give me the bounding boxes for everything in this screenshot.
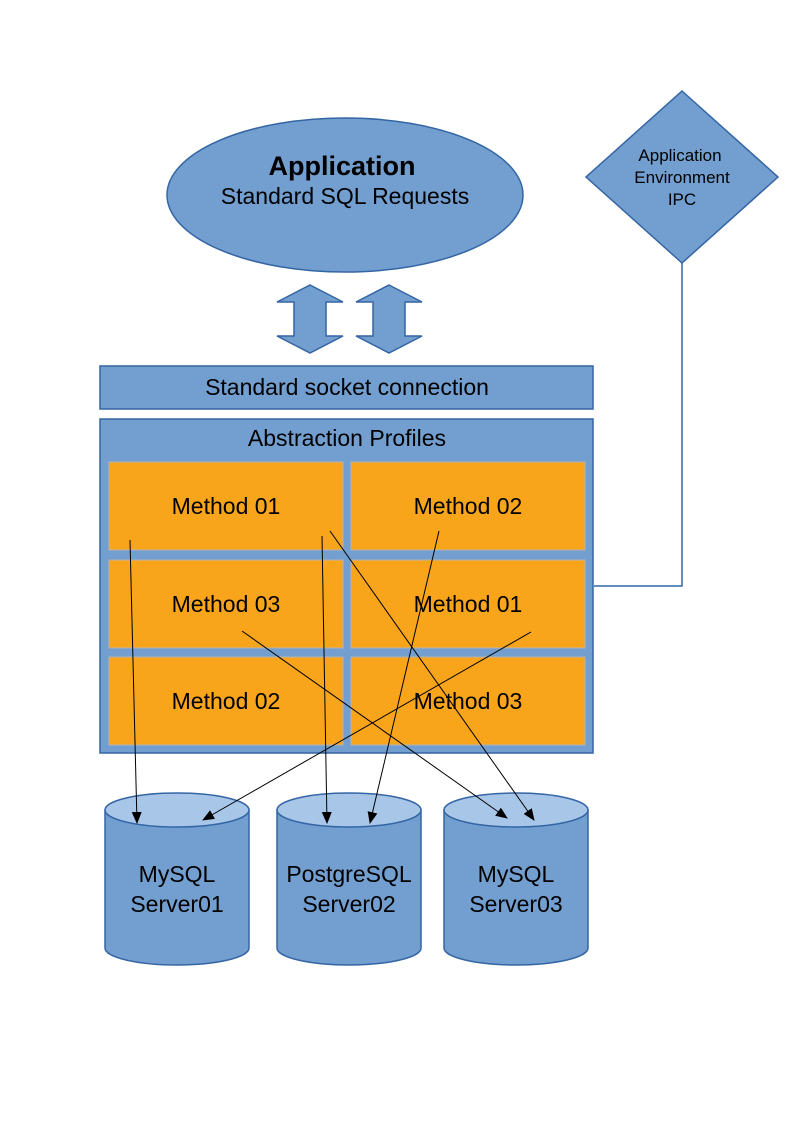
ipc-label-line2: Environment (634, 168, 730, 187)
socket-label: Standard socket connection (205, 374, 489, 400)
arrow-method02-to-server02 (367, 530, 440, 824)
server02-label-line2: Server02 (302, 891, 395, 917)
ipc-connector-line (594, 263, 683, 587)
arrow-method01b-to-server01 (202, 631, 532, 821)
server02-label-line1: PostgreSQL (286, 861, 411, 887)
server01-label-line1: MySQL (139, 861, 216, 887)
application-title: Application (269, 151, 416, 181)
database-server03: MySQL Server03 (443, 792, 589, 966)
ipc-node: Application Environment IPC (584, 89, 780, 265)
ipc-label-line3: IPC (668, 190, 696, 209)
method-cell-6: Method 03 (414, 688, 523, 714)
method-cell-5: Method 02 (172, 688, 281, 714)
double-arrow-left (276, 284, 344, 354)
database-server02: PostgreSQL Server02 (276, 792, 422, 966)
server03-label-line2: Server03 (469, 891, 562, 917)
socket-bar: Standard socket connection (99, 365, 594, 410)
application-subtitle: Standard SQL Requests (221, 183, 469, 209)
ipc-label-line1: Application (638, 146, 721, 165)
server01-label-line2: Server01 (130, 891, 223, 917)
method-cell-3: Method 03 (172, 591, 281, 617)
method-cell-1: Method 01 (172, 493, 281, 519)
arrow-method01-to-server01 (129, 539, 142, 824)
server03-label-line1: MySQL (478, 861, 555, 887)
arrow-method01-to-server03 (329, 530, 535, 821)
method-cell-2: Method 02 (414, 493, 523, 519)
database-server01: MySQL Server01 (104, 792, 250, 966)
abstraction-profiles-panel: Abstraction Profiles Method 01 Method 02… (99, 418, 594, 754)
routing-arrows (129, 530, 535, 824)
double-arrow-right (355, 284, 423, 354)
profiles-label: Abstraction Profiles (248, 425, 446, 451)
arrow-method03-to-server03 (241, 630, 508, 819)
application-node: Application Standard SQL Requests (166, 117, 524, 273)
method-cell-4: Method 01 (414, 591, 523, 617)
arrow-method01-to-server02 (321, 535, 332, 824)
